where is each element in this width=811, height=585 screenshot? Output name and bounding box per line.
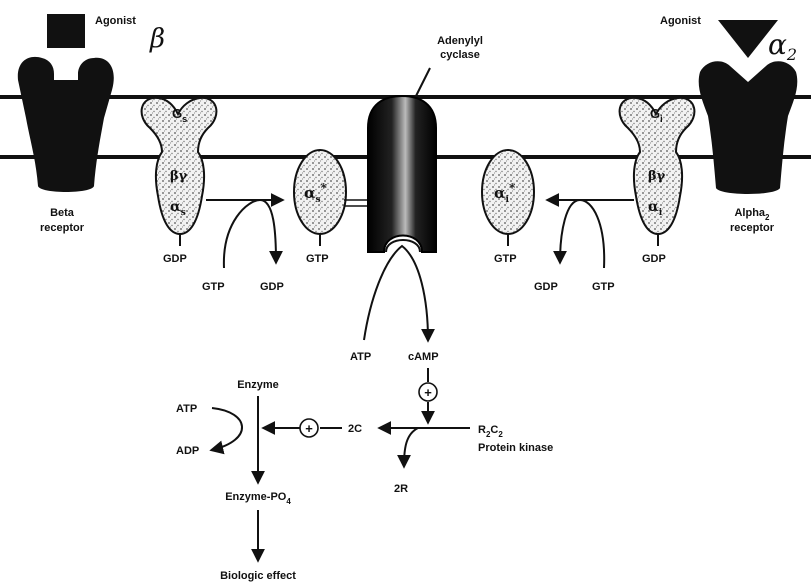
atp-to-camp-arc [364, 246, 428, 340]
beta-receptor-label-1: Beta [50, 207, 75, 219]
right-gtp-in-label: GTP [592, 281, 615, 293]
adenylyl-label-2: cyclase [440, 49, 480, 61]
right-agonist-label: Agonist [660, 15, 701, 27]
alpha2-receptor-shape [699, 61, 798, 194]
right-gdp-out-label: GDP [534, 281, 558, 293]
gs-betagamma-label: βγ [170, 169, 188, 184]
enzyme-po4-label: Enzyme-PO4 [225, 491, 291, 506]
atp-label: ATP [350, 351, 371, 363]
left-exchange-arc [224, 200, 276, 268]
r2c2-label: R2C2 [478, 424, 503, 439]
atp-to-adp-arc [212, 408, 242, 450]
right-exchange-arc [560, 200, 604, 268]
adenylyl-label-1: Adenylyl [437, 35, 483, 47]
left-agonist-label: Agonist [95, 15, 136, 27]
enzyme-label: Enzyme [237, 379, 279, 391]
gi-gdp-label: GDP [642, 253, 666, 265]
alpha2-receptor-label-2: receptor [730, 222, 775, 234]
beta-receptor-shape [18, 57, 114, 192]
alpha-s-gtp-label: GTP [306, 253, 329, 265]
beta-receptor-label-2: receptor [40, 222, 85, 234]
two-c-label: 2C [348, 423, 362, 435]
camp-plus-sign: + [424, 385, 432, 400]
kinase-plus-sign: + [305, 421, 313, 436]
right-handwritten-alpha2: α2 [768, 28, 797, 64]
alpha-i-gtp-label: GTP [494, 253, 517, 265]
left-handwritten-beta: β [149, 24, 165, 54]
biologic-effect-label: Biologic effect [220, 570, 296, 582]
adp-cascade-label: ADP [176, 445, 199, 457]
camp-label: cAMP [408, 351, 439, 363]
atp-cascade-label: ATP [176, 403, 197, 415]
left-gdp-out-label: GDP [260, 281, 284, 293]
adenylyl-cyclase-shape [368, 96, 436, 252]
kinase-to-2r-arrow [404, 428, 418, 466]
protein-kinase-label: Protein kinase [478, 442, 553, 454]
gs-gdp-label: GDP [163, 253, 187, 265]
gi-betagamma-label: βγ [648, 169, 666, 184]
alpha2-receptor-label-1: Alpha2 [734, 207, 770, 222]
left-gtp-in-label: GTP [202, 281, 225, 293]
two-r-label: 2R [394, 483, 408, 495]
left-agonist-square [47, 14, 85, 48]
